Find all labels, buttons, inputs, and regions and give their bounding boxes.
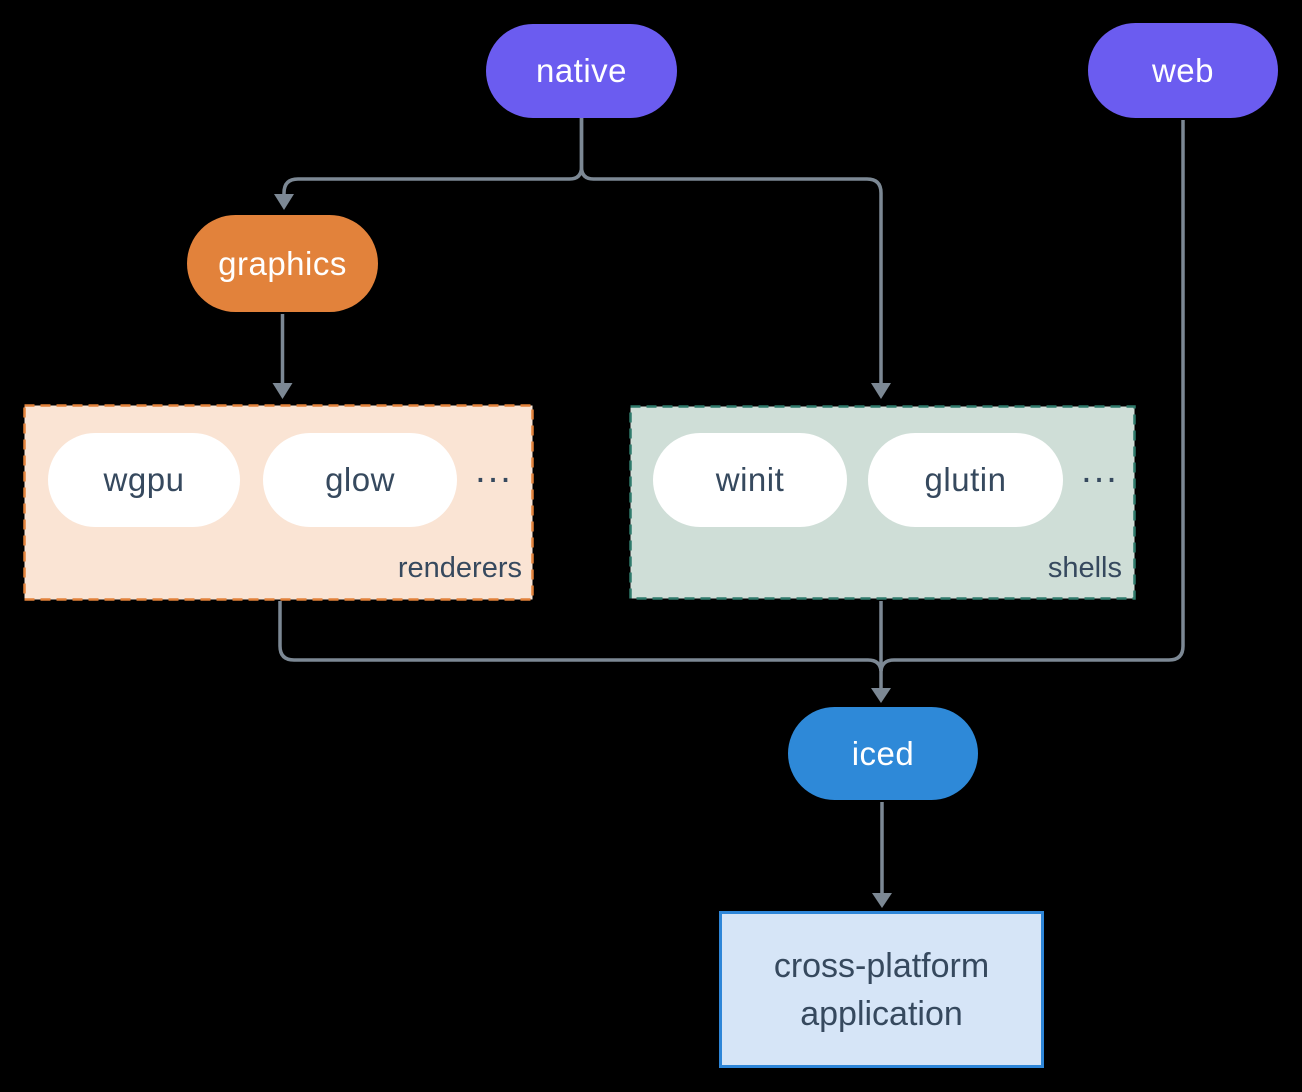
- node-glutin-label: glutin: [924, 461, 1007, 498]
- node-glow-label: glow: [325, 461, 395, 498]
- node-native: native: [486, 24, 677, 118]
- application-label-line1: cross-platform: [773, 946, 990, 985]
- node-glow: glow: [263, 433, 457, 527]
- connector-native-to-shells: [579, 118, 883, 383]
- arrowhead-into-graphics: [274, 194, 294, 210]
- renderers-group-label: renderers: [397, 552, 522, 584]
- connector-web-to-iced: [879, 120, 1185, 672]
- node-web: web: [1088, 23, 1278, 118]
- node-glutin: glutin: [868, 433, 1063, 527]
- node-wgpu-label: wgpu: [103, 461, 185, 498]
- node-native-label: native: [535, 52, 628, 89]
- connector-renderers-to-iced: [278, 601, 883, 672]
- node-wgpu: wgpu: [48, 433, 240, 527]
- node-winit: winit: [653, 433, 847, 527]
- renderers-ellipsis: ...: [475, 449, 513, 491]
- shells-ellipsis: ...: [1081, 449, 1119, 491]
- application-label-line2: application: [800, 994, 963, 1033]
- arrowhead-into-renderers: [272, 383, 293, 399]
- arrowhead-into-iced: [871, 688, 891, 703]
- connector-native-to-graphics: [282, 118, 584, 195]
- node-iced: iced: [788, 707, 978, 800]
- node-web-label: web: [1151, 51, 1215, 89]
- node-iced-label: iced: [851, 734, 915, 772]
- node-cross-platform-application: cross-platform application: [719, 911, 1044, 1068]
- shells-group-label: shells: [1047, 552, 1122, 584]
- node-graphics-label: graphics: [218, 244, 347, 282]
- arrowhead-into-application: [872, 893, 892, 908]
- node-graphics: graphics: [187, 215, 378, 312]
- node-winit-label: winit: [715, 461, 785, 498]
- arrowhead-into-shells: [871, 383, 891, 399]
